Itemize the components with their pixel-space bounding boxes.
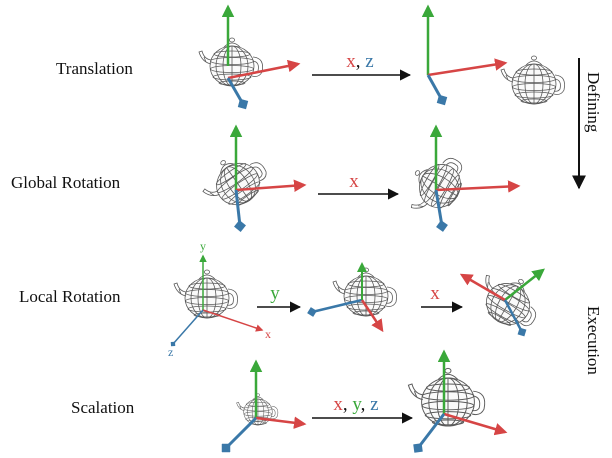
row-label-scalation: Scalation: [71, 398, 135, 417]
op-label-translation: x, z: [346, 51, 373, 72]
op-label-local-rotation-2: x: [430, 283, 440, 304]
row-label-global-rotation: Global Rotation: [11, 173, 121, 192]
axis-gizmo-icon: [229, 124, 307, 232]
translation-after: [421, 4, 565, 106]
translation-before: [198, 4, 301, 110]
local-rotation-middle: [307, 262, 398, 333]
local-rotation-before: y x z: [168, 239, 271, 359]
axis-gizmo-icon: [459, 268, 545, 337]
axis-gizmo-icon: [421, 4, 508, 106]
teapot-wireframe-icon: [198, 37, 264, 87]
scalation-op-arrow: x, y, z: [312, 394, 414, 424]
teapot-wireframe-icon: [194, 143, 275, 220]
local-rotation-after: [459, 262, 549, 338]
local-rotation-op-arrow-1: y: [257, 283, 302, 313]
axis-gizmo-icon: [221, 4, 301, 110]
axis-gizmo-icon: [221, 359, 307, 453]
teapot-wireframe-icon: [407, 367, 486, 427]
axis-gizmo-icon: [307, 262, 384, 333]
axis-label-x: x: [265, 327, 271, 341]
row-label-translation: Translation: [56, 59, 133, 78]
scalation-after: [407, 349, 508, 453]
axis-gizmo-icon: [170, 254, 264, 347]
global-rotation-after: [398, 124, 521, 232]
global-rotation-before: [194, 124, 307, 232]
op-label-scalation: x, y, z: [333, 394, 378, 415]
op-label-local-rotation-1: y: [270, 283, 280, 304]
local-rotation-op-arrow-2: x: [421, 283, 464, 313]
axis-label-z: z: [168, 345, 173, 359]
axis-gizmo-icon: [413, 349, 508, 453]
scalation-before: [221, 359, 307, 453]
teapot-wireframe-icon: [500, 55, 565, 105]
side-label-defining: Defining: [584, 72, 603, 133]
teapot-wireframe-icon: [332, 267, 398, 317]
translation-op-arrow: x, z: [312, 51, 412, 81]
axis-label-y: y: [200, 239, 206, 253]
side-label-execution: Execution: [584, 306, 603, 375]
op-label-global-rotation: x: [349, 171, 359, 192]
global-rotation-op-arrow: x: [318, 171, 400, 200]
row-label-local-rotation: Local Rotation: [19, 287, 121, 306]
axis-gizmo-icon: [429, 124, 521, 232]
